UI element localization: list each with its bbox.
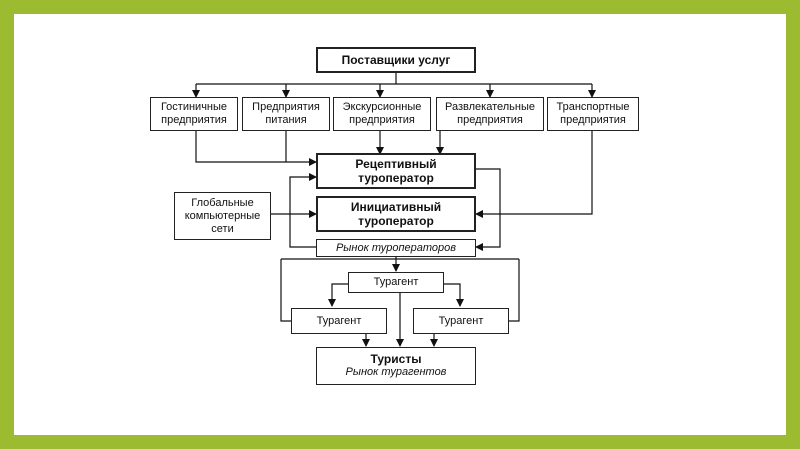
initiative-label-line-2: туроператор <box>358 214 434 228</box>
arrow-receptive-to-market <box>475 168 501 251</box>
entertainment-box: Развлекательные предприятия <box>436 97 544 131</box>
agent-left-box: Турагент <box>291 308 387 334</box>
hotels-label-line-1: Гостиничные <box>160 101 228 113</box>
receptive-label-line-1: Рецептивный <box>355 157 437 171</box>
connector-market-left <box>280 259 291 322</box>
arrow-agent-top-to-left <box>328 283 348 307</box>
transport-box: Транспортные предприятия <box>547 97 639 131</box>
suppliers-label: Поставщики услуг <box>341 53 451 67</box>
agent-right-label: Турагент <box>438 314 484 327</box>
excursion-label-line-2: предприятия <box>349 114 415 126</box>
agents-market-label: Рынок турагентов <box>345 366 447 378</box>
tourists-label: Туристы <box>370 352 422 366</box>
agent-top-label: Турагент <box>373 276 419 288</box>
entertainment-label-line-2: предприятия <box>457 114 523 126</box>
food-box: Предприятия питания <box>242 97 330 131</box>
initiative-operator-box: Инициативный туроператор <box>316 196 476 232</box>
global-systems-box: Глобальные компьютерные сети <box>174 192 271 240</box>
receptive-label-line-2: туроператор <box>358 171 434 185</box>
slide-frame: Поставщики услуг Гостиничные предприятия… <box>14 14 786 435</box>
global-label-line-3: сети <box>211 222 234 235</box>
entertainment-label-line-1: Развлекательные <box>445 101 535 113</box>
hotels-box: Гостиничные предприятия <box>150 97 238 131</box>
receptive-operator-box: Рецептивный туроператор <box>316 153 476 189</box>
food-label-line-2: питания <box>265 114 307 126</box>
hotels-label-line-2: предприятия <box>161 114 227 126</box>
agent-top-box: Турагент <box>348 272 444 293</box>
global-label-line-1: Глобальные <box>191 196 254 209</box>
initiative-label-line-1: Инициативный <box>350 200 442 214</box>
suppliers-box: Поставщики услуг <box>316 47 476 73</box>
arrow-market-to-receptive <box>289 173 317 248</box>
agent-left-label: Турагент <box>316 314 362 327</box>
transport-label-line-2: предприятия <box>560 114 626 126</box>
arrow-hotels-to-receptive <box>195 131 317 166</box>
global-label-line-2: компьютерные <box>184 209 261 222</box>
arrow-agent-top-to-right <box>444 283 464 307</box>
arrow-transport-to-initiative <box>475 131 593 218</box>
excursion-label-line-1: Экскурсионные <box>342 101 422 113</box>
operators-market-label: Рынок туроператоров <box>335 241 457 254</box>
transport-label-line-1: Транспортные <box>556 101 630 113</box>
diagram-connectors <box>192 73 596 347</box>
connector-market-right <box>509 259 520 322</box>
operators-market-box: Рынок туроператоров <box>316 239 476 257</box>
agent-right-box: Турагент <box>413 308 509 334</box>
excursion-box: Экскурсионные предприятия <box>333 97 431 131</box>
tourists-box: Туристы Рынок турагентов <box>316 347 476 385</box>
food-label-line-1: Предприятия <box>252 101 320 113</box>
